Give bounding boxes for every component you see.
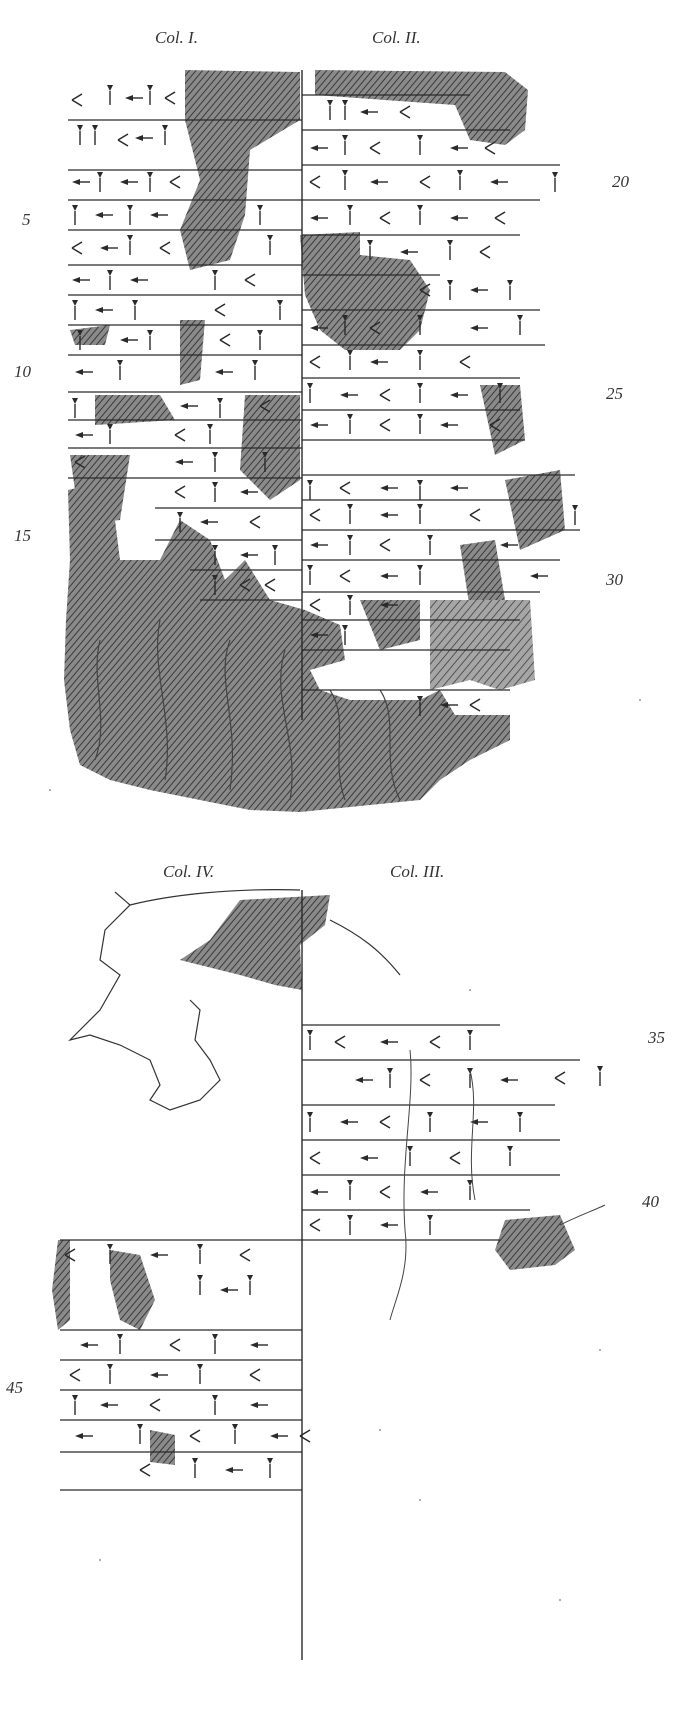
damage-area-large	[64, 480, 510, 812]
break-outline	[329, 919, 401, 976]
lower-fragment	[52, 889, 606, 1660]
damage-area	[95, 395, 175, 425]
damage-area	[180, 320, 205, 385]
line-number-5: 5	[22, 210, 31, 229]
line-number-25: 25	[606, 384, 623, 403]
damage-area	[460, 540, 505, 610]
break-outline	[129, 889, 301, 906]
col-iv-ruling	[60, 1239, 302, 1491]
line-number-45: 45	[6, 1378, 23, 1397]
damage-area	[110, 1250, 155, 1330]
col-i-ruling	[68, 119, 302, 601]
column-label-col-iii: Col. III.	[390, 862, 445, 881]
damage-area	[300, 232, 430, 350]
line-number-40: 40	[642, 1192, 659, 1211]
column-label-col-iv: Col. IV.	[163, 862, 215, 881]
col-iii-signs	[306, 1029, 604, 1236]
line-number-35: 35	[648, 1028, 665, 1047]
line-number-10: 10	[14, 362, 31, 381]
damage-area	[495, 1215, 575, 1270]
damage-area	[150, 1430, 175, 1465]
damage-area	[52, 1240, 70, 1330]
damage-area	[430, 600, 535, 690]
damage-area	[505, 470, 565, 550]
line-number-30: 30	[606, 570, 623, 589]
col-iii-ruling	[302, 1024, 580, 1241]
upper-fragment	[64, 70, 580, 812]
column-label-col-i: Col. I.	[155, 28, 198, 47]
col-ii-ruling	[302, 94, 580, 691]
column-label-col-ii: Col. II.	[372, 28, 421, 47]
break-outline	[68, 891, 221, 1111]
damage-area	[315, 70, 528, 145]
damage-area	[180, 895, 330, 990]
line-number-20: 20	[612, 172, 629, 191]
damage-area	[360, 600, 420, 650]
line-number-15: 15	[14, 526, 31, 545]
col-iv-signs	[64, 1243, 311, 1479]
damage-area	[480, 385, 525, 455]
damage-area	[70, 325, 110, 345]
